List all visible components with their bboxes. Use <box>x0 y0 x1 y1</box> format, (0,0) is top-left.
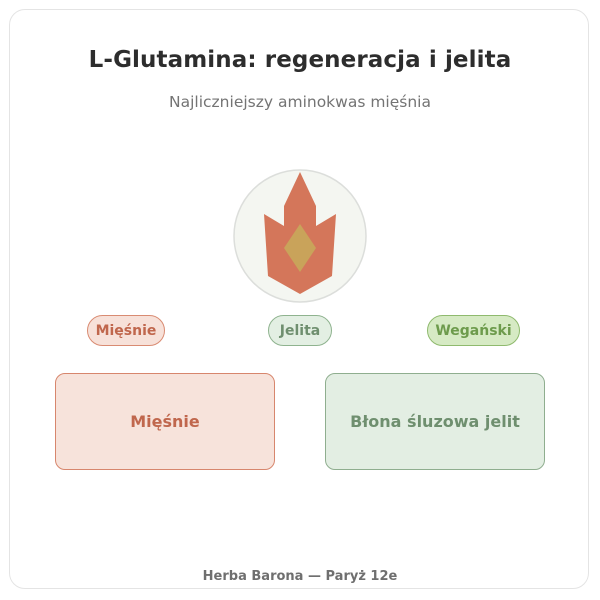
flame-core <box>284 224 316 272</box>
benefit-box-gut-mucosa: Błona śluzowa jelit <box>325 373 545 470</box>
footer-brand: Herba Barona — Paryż 12e <box>202 569 398 584</box>
flame-crystal-icon <box>233 169 367 303</box>
benefit-box-muscles: Mięśnie <box>55 373 275 470</box>
page-subtitle: Najliczniejszy aminokwas mięśnia <box>169 93 431 111</box>
page-title: L-Glutamina: regeneracja i jelita <box>88 47 512 73</box>
tag-muscles: Mięśnie <box>87 315 165 346</box>
tag-gut: Jelita <box>268 315 332 346</box>
tag-vegan: Wegański <box>427 315 520 346</box>
